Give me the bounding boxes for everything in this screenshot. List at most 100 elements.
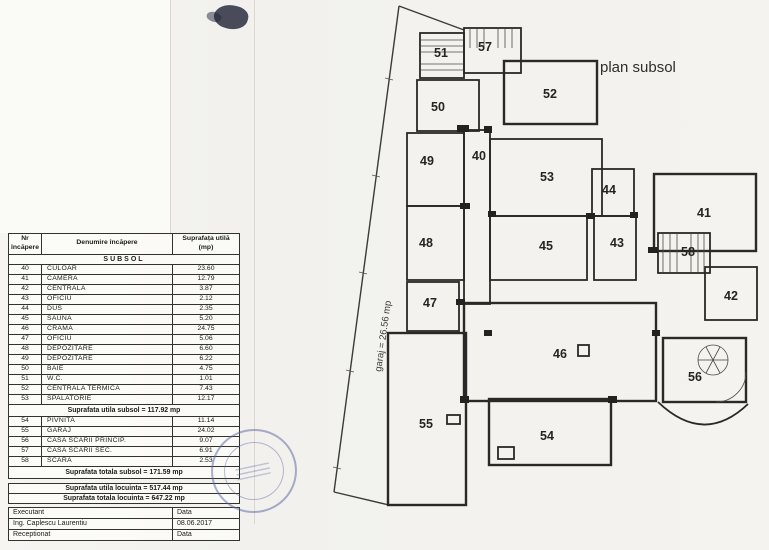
room-58-label: 58: [681, 245, 695, 259]
cell-nr: 54: [8, 415, 42, 427]
room-47-label: 47: [423, 296, 437, 310]
wall-piers: [456, 125, 660, 403]
total-subsol: Suprafata totala subsol = 171.59 mp: [8, 465, 240, 479]
room-49-label: 49: [420, 154, 434, 168]
table-header-row: Nr încăpere Denumire încăpere Suprafața …: [8, 233, 240, 255]
cell-name: BAIE: [41, 363, 173, 375]
cell-name: CULOAR: [41, 264, 173, 276]
signature-row: Executant Data: [8, 506, 240, 519]
cell-area: 6.22: [172, 353, 240, 365]
cell-name: PIVNITA: [41, 415, 173, 427]
cell-nr: 55: [8, 425, 42, 437]
col-header-area: Suprafața utilă (mp): [172, 233, 240, 255]
cell-area: 24.75: [172, 323, 240, 335]
cell-name: CRAMA: [41, 323, 173, 335]
room-48-label: 48: [419, 236, 433, 250]
grand-totals-table: Suprafata utila locuinta = 517.44 mp Sup…: [8, 482, 240, 504]
data-label: Data: [172, 506, 240, 519]
room-44-label: 44: [602, 183, 616, 197]
grand-total-row: Suprafata totala locuinta = 647.22 mp: [8, 492, 240, 504]
cell-area: 5.20: [172, 314, 240, 325]
cell-area: 5.06: [172, 333, 240, 345]
room-43-label: 43: [610, 236, 624, 250]
room-40-label: 40: [472, 149, 486, 163]
engineer-name: Ing. Caplescu Laurentiu: [8, 517, 173, 530]
fold-line: [254, 0, 255, 524]
cell-name: SPALATORIE: [41, 393, 173, 405]
total-group: Suprafata totala subsol = 171.59 mp: [8, 465, 240, 479]
cell-nr: 46: [8, 323, 42, 335]
cell-name: W.C.: [41, 373, 173, 385]
cell-nr: 50: [8, 363, 42, 375]
cell-nr: 58: [8, 455, 42, 467]
garage-area-note: garaj = 26.56 mp: [373, 300, 394, 372]
cell-nr: 57: [8, 445, 42, 457]
cell-area: 7.43: [172, 383, 240, 395]
col-header-name: Denumire încăpere: [41, 233, 173, 255]
section-header-row: SUBSOL: [8, 253, 240, 266]
cell-nr: 56: [8, 435, 42, 447]
subtotal-utila-subsol: Suprafata utila subsol = 117.92 mp: [8, 403, 240, 417]
cell-area: 24.02: [172, 425, 240, 437]
room-42-label: 42: [724, 289, 738, 303]
room-51-label: 51: [434, 46, 448, 60]
col-header-nr: Nr încăpere: [8, 233, 42, 255]
signature-row: Receptionat Data: [8, 528, 240, 541]
cell-name: SAUNA: [41, 314, 173, 325]
cell-area: 3.87: [172, 284, 240, 296]
room-55-label: 55: [419, 417, 433, 431]
cell-name: CENTRALA: [41, 284, 173, 296]
subtotal-row: Suprafata utila subsol = 117.92 mp: [8, 403, 240, 417]
cell-name: DEPOZITARE: [41, 353, 173, 365]
cell-nr: 45: [8, 314, 42, 325]
cell-nr: 48: [8, 343, 42, 355]
cell-area: 23.60: [172, 264, 240, 276]
cell-name: CAMERA: [41, 274, 173, 286]
cell-name: OFICIU: [41, 333, 173, 345]
cell-nr: 47: [8, 333, 42, 345]
executant-label: Executant: [8, 506, 173, 519]
cell-name: SCARA: [41, 455, 173, 467]
cell-area: 1.01: [172, 373, 240, 385]
cell-nr: 42: [8, 284, 42, 296]
cell-nr: 40: [8, 264, 42, 276]
cell-name: CASA SCARII SEC.: [41, 445, 173, 457]
room-54-label: 54: [540, 429, 554, 443]
receptionat-label: Receptionat: [8, 528, 173, 541]
cell-area: 2.35: [172, 304, 240, 316]
cell-area: 6.60: [172, 343, 240, 355]
cell-nr: 53: [8, 393, 42, 405]
cell-name: DEPOZITARE: [41, 343, 173, 355]
room-56-label: 56: [688, 370, 702, 384]
dimension-ticks: [332, 77, 394, 470]
cell-area: 12.17: [172, 393, 240, 405]
fold-line: [170, 0, 171, 233]
cell-area: 11.14: [172, 415, 240, 427]
data-label-2: Data: [172, 528, 240, 541]
cell-nr: 43: [8, 294, 42, 306]
grand-total-row: Suprafata utila locuinta = 517.44 mp: [8, 482, 240, 494]
cell-area: 4.75: [172, 363, 240, 375]
cell-nr: 41: [8, 274, 42, 286]
room-45-label: 45: [539, 239, 553, 253]
blank-paper-area: [0, 0, 170, 233]
cell-name: DUS: [41, 304, 173, 316]
room-57-label: 57: [478, 40, 492, 54]
room-walls: [386, 27, 758, 507]
